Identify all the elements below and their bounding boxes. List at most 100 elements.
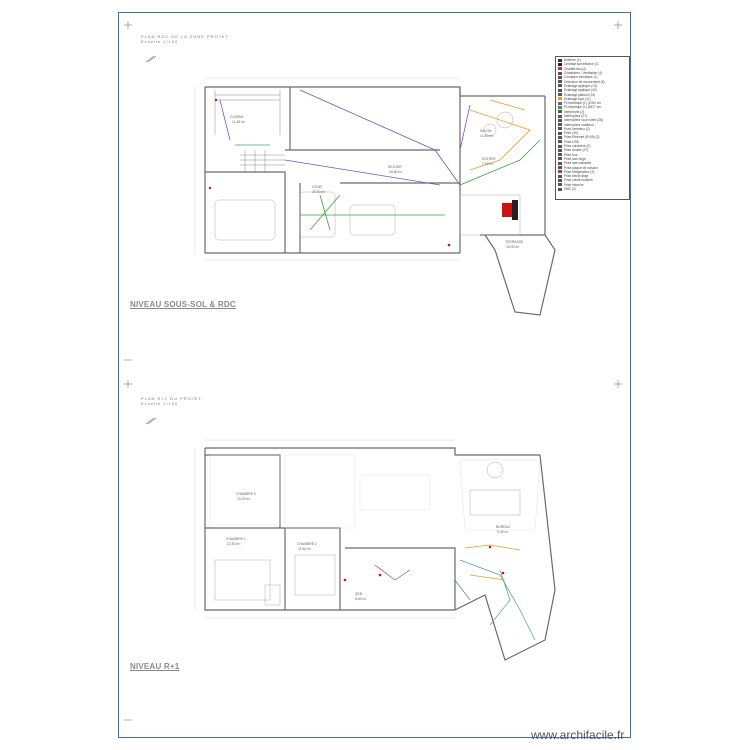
legend-item: Point lumineux (2) — [558, 127, 627, 131]
legend-item: Éclairage spot (11) — [558, 97, 627, 101]
legend-symbol-icon — [558, 144, 562, 148]
room-area: 34,80 m² — [389, 170, 403, 174]
level-title-rdc: NIVEAU SOUS-SOL & RDC — [130, 300, 236, 309]
room-area: 20,00 m² — [312, 190, 326, 194]
legend-symbol-icon — [558, 80, 562, 84]
legend-item: Centrale surveillance (1) — [558, 62, 627, 66]
legend-label: Prise sèche-linge — [564, 174, 589, 179]
legend-item: Éclairage applique (13) — [558, 84, 627, 88]
legend-symbol-icon — [558, 118, 562, 122]
legend-item: VMC (2) — [558, 187, 627, 191]
legend-symbol-icon — [558, 170, 562, 174]
legend-item: Prise Ethernet (RJ45) (2) — [558, 135, 627, 139]
room-label: CHAMBRE 1 — [226, 537, 246, 541]
legend-label: Prise réfrigérateur (2) — [564, 169, 595, 174]
room-label: CHAMBRE 2 — [297, 542, 317, 546]
legend-label: Fil électrique (1) (5677 cm — [564, 105, 602, 110]
legend-item: Chauffe-eau (2) — [558, 67, 627, 71]
room-area: 10,20 m² — [237, 497, 251, 501]
legend-item: Fil électrique (1) (1000 cm — [558, 101, 627, 105]
legend-panel: Antenne (1)Centrale surveillance (1)Chau… — [555, 56, 630, 200]
legend-symbol-icon — [558, 110, 562, 114]
room-area: 12,50 m² — [227, 542, 241, 546]
legend-label: Fil électrique (1) (1000 cm — [564, 101, 602, 106]
legend-item: Compteur électrique (1) — [558, 75, 627, 79]
legend-label: Prise USB — [564, 139, 579, 144]
legend-label: Interrupteur va-et-vient (28) — [564, 118, 603, 123]
legend-symbol-icon — [558, 93, 562, 97]
legend-label: Centrale surveillance (1) — [564, 62, 599, 67]
room-label: CHAMBRE 3 — [236, 492, 256, 496]
legend-label: Interrupteur (27) — [564, 114, 588, 118]
legend-item: Prise volets roulants — [558, 178, 627, 182]
legend-label: VMC (2) — [564, 187, 576, 192]
legend-symbol-icon — [558, 123, 562, 127]
legend-item: Interphone (2) — [558, 110, 627, 114]
legend-label: Prise étanche — [564, 182, 584, 187]
room-area: 18,40 m² — [506, 245, 520, 249]
registration-marks — [124, 21, 622, 721]
legend-label: Détecteur de mouvement (6) — [564, 79, 605, 84]
legend-label: Chauffe-eau (2) — [564, 66, 587, 71]
legend-item: Prise four — [558, 153, 627, 157]
room-label: SALON — [480, 129, 492, 133]
legend-item: Fil électrique (1) (5677 cm — [558, 105, 627, 109]
room-label: ENTREE — [482, 157, 496, 161]
level-title-r1: NIVEAU R+1 — [130, 662, 180, 671]
legend-item: Climatiseur / Ventilation (4) — [558, 71, 627, 75]
room-area: 7,50 m² — [482, 162, 494, 166]
legend-item: Prise plaque de cuisson — [558, 165, 627, 170]
legend-item: Prise lave-linge — [558, 157, 627, 161]
legend-symbol-icon — [558, 105, 562, 109]
legend-symbol-icon — [558, 161, 562, 165]
legend-symbol-icon — [558, 58, 562, 62]
north-arrow-icon — [145, 55, 157, 425]
legend-item: Prise (30) — [558, 131, 627, 135]
legend-item: Prise lave-vaisselle — [558, 161, 627, 165]
r1-room-labels: CHAMBRE 1 12,50 m² CHAMBRE 2 11,80 m² CH… — [226, 492, 511, 601]
room-area: 5,60 m² — [355, 597, 367, 601]
legend-symbol-icon — [558, 131, 562, 135]
room-area: 11,48 m² — [232, 120, 246, 124]
legend-symbol-icon — [558, 75, 562, 79]
legend-item: Prise double (27) — [558, 148, 627, 152]
legend-label: Prise four — [564, 152, 578, 157]
legend-symbol-icon — [558, 101, 562, 105]
room-label: CUISINE — [230, 115, 244, 119]
legend-item: Prise étanche — [558, 183, 627, 187]
legend-label: Éclairage applique (42) — [564, 88, 597, 93]
legend-item: Détecteur de mouvement (6) — [558, 79, 627, 84]
legend-item: Éclairage plafond (24) — [558, 92, 627, 97]
legend-symbol-icon — [558, 67, 562, 71]
legend-item: Interrupteur va-et-vient (28) — [558, 118, 627, 122]
legend-symbol-icon — [558, 148, 562, 152]
legend-symbol-icon — [558, 88, 562, 92]
legend-item: Interrupteur (27) — [558, 114, 627, 118]
plan-title-r1: PLAN R+1 DU PROJET Echelle 1/100 — [141, 396, 202, 406]
legend-symbol-icon — [558, 183, 562, 187]
legend-label: Prise plaque de cuisson — [564, 165, 598, 170]
legend-symbol-icon — [558, 166, 562, 170]
legend-label: Antenne (1) — [564, 58, 581, 63]
room-label: SEJOUR — [388, 165, 402, 169]
rdc-room-labels: CUISINE 11,48 m² SEJOUR 34,80 m² SALON 1… — [230, 115, 524, 249]
legend-symbol-icon — [558, 127, 562, 131]
legend-symbol-icon — [558, 84, 562, 88]
legend-label: Prise volets roulants — [564, 178, 593, 183]
room-area: 11,80 m² — [298, 547, 312, 551]
legend-item: Interrupteur variateur — [558, 122, 627, 127]
legend-item: Antenne (1) — [558, 58, 627, 62]
legend-label: Interphone (2) — [564, 109, 585, 114]
legend-symbol-icon — [558, 187, 562, 191]
legend-label: Prise Ethernet (RJ45) (2) — [564, 135, 600, 140]
plan-r1: CHAMBRE 1 12,50 m² CHAMBRE 2 11,80 m² CH… — [194, 439, 556, 661]
legend-item: Prise cuisinière (2) — [558, 144, 627, 148]
watermark: www.archifacile.fr — [531, 728, 625, 742]
legend-label: Climatiseur / Ventilation (4) — [564, 71, 603, 76]
legend-symbol-icon — [558, 157, 562, 161]
legend-label: Prise cuisinière (2) — [564, 144, 591, 149]
legend-symbol-icon — [558, 135, 562, 139]
legend-label: Prise (30) — [564, 131, 578, 136]
legend-symbol-icon — [558, 140, 562, 144]
